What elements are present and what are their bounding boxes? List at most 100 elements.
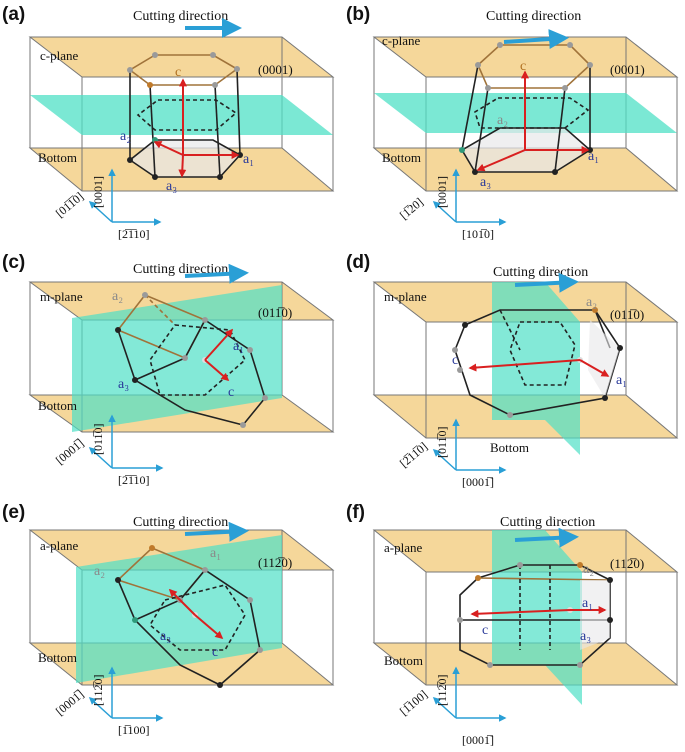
atom-label-a2: a₂ bbox=[120, 129, 131, 144]
section-plane bbox=[492, 282, 580, 455]
axis-depth-label: [2̅11̅0] bbox=[397, 439, 430, 470]
basis-vectors bbox=[470, 606, 607, 618]
plane-index: (0001) bbox=[610, 62, 645, 77]
cutting-direction-label: Cutting direction bbox=[486, 9, 581, 24]
panel-label: (a) bbox=[2, 4, 25, 25]
atom-label-a2: a₂ bbox=[112, 289, 123, 304]
plane-name: m-plane bbox=[40, 289, 83, 304]
axis-horizontal-label: [2̅1̅10] bbox=[118, 473, 150, 487]
atom-label-a3: a₃ bbox=[166, 179, 177, 194]
axis-triad bbox=[88, 666, 164, 722]
bottom-label: Bottom bbox=[38, 650, 77, 665]
atom-label-a1: a₁ bbox=[233, 339, 244, 354]
bottom-label: Bottom bbox=[38, 398, 77, 413]
cutting-arrow bbox=[184, 521, 249, 542]
atom-label-a1: a₁ bbox=[210, 546, 221, 561]
basis-vectors bbox=[153, 78, 240, 178]
box-edges bbox=[373, 530, 678, 685]
atom-label-c: c bbox=[175, 65, 181, 80]
axis-vertical-label: [112̅0] bbox=[435, 674, 449, 706]
plane-index: (011̅0) bbox=[610, 307, 644, 322]
axis-vertical-label: [011̅0] bbox=[435, 426, 449, 458]
axis-depth-label: [1̅20] bbox=[397, 195, 426, 222]
panel-d: (d) a₂ c a₁ m-plane (011̅0) Bo bbox=[346, 252, 679, 489]
panel-label: (b) bbox=[346, 4, 370, 25]
axis-depth-label: [01̅1̅0] bbox=[53, 189, 86, 220]
section-plane bbox=[492, 530, 582, 705]
bottom-label: Bottom bbox=[382, 150, 421, 165]
basis-vectors bbox=[204, 328, 234, 382]
panel-label: (e) bbox=[2, 502, 25, 523]
plane-name: a-plane bbox=[384, 540, 422, 555]
plane-index: (112̅0) bbox=[258, 555, 292, 570]
atom-label-a1: a₁ bbox=[243, 152, 254, 167]
axis-triad bbox=[432, 418, 507, 474]
plane-index: (112̅0) bbox=[610, 556, 644, 571]
axis-triad bbox=[432, 168, 507, 226]
atom-label-c: c bbox=[482, 623, 488, 638]
plane-name: c-plane bbox=[382, 33, 420, 48]
atom-label-a3: a₃ bbox=[580, 629, 591, 644]
axis-horizontal-label: [0001̅] bbox=[462, 733, 494, 747]
atom-label-a3: a₃ bbox=[118, 377, 129, 392]
axis-depth-label: [0001̅] bbox=[53, 687, 87, 718]
axis-horizontal-label: [2̅1̅10] bbox=[118, 227, 150, 241]
panel-label: (c) bbox=[2, 252, 25, 273]
axis-triad bbox=[88, 414, 164, 472]
plane-name: m-plane bbox=[384, 289, 427, 304]
axis-horizontal-label: [0001̅] bbox=[462, 475, 494, 489]
axis-depth-label: [1̅100] bbox=[397, 687, 430, 718]
panel-label: (d) bbox=[346, 252, 370, 273]
box-edges bbox=[373, 282, 678, 438]
atom-label-c: c bbox=[520, 59, 526, 74]
atom-label-a3: a₃ bbox=[480, 175, 491, 190]
plane-index: (011̅0) bbox=[258, 305, 292, 320]
cutting-direction-label: Cutting direction bbox=[500, 515, 595, 530]
axis-horizontal-label: [1̅100] bbox=[118, 723, 150, 737]
panel-label: (f) bbox=[346, 502, 365, 523]
axis-triad bbox=[432, 666, 507, 722]
lattice-atoms bbox=[452, 307, 623, 418]
atom-label-c: c bbox=[452, 353, 458, 368]
lattice-atoms bbox=[115, 545, 263, 688]
atom-label-a1: a₁ bbox=[588, 149, 599, 164]
plane-name: a-plane bbox=[40, 538, 78, 553]
bottom-label: Bottom bbox=[38, 150, 77, 165]
panel-f: (f) a₂ a₁ c a₃ a-pla bbox=[346, 502, 679, 747]
atom-label-a2: a₂ bbox=[94, 564, 105, 579]
axis-vertical-label: [0001] bbox=[435, 176, 449, 208]
section-plane bbox=[30, 95, 333, 135]
panel-a: (a) c a₂ a₁ a₃ bbox=[2, 4, 335, 241]
cutting-direction-label: Cutting direction bbox=[493, 265, 588, 280]
axis-vertical-label: [112̅0] bbox=[91, 674, 105, 706]
lattice-atoms bbox=[457, 562, 613, 668]
panel-e: (e) a₂ a₁ a₃ c a-plane (112̅0) bbox=[2, 502, 335, 737]
plane-index: (0001) bbox=[258, 62, 293, 77]
hexagonal-cell bbox=[459, 564, 611, 666]
panel-c: (c) a₂ a₁ a₃ c m-plane bbox=[2, 252, 335, 487]
cutting-arrow bbox=[514, 272, 579, 293]
bottom-label: Bottom bbox=[490, 440, 529, 455]
panel-b: (b) c a₂ a₁ a₃ c-pla bbox=[346, 4, 679, 241]
atom-label-c: c bbox=[228, 385, 234, 400]
atom-label-a2: a₂ bbox=[497, 113, 508, 128]
basis-vectors bbox=[168, 588, 224, 640]
atom-label-a1: a₁ bbox=[582, 596, 593, 611]
cutting-arrow bbox=[514, 527, 579, 548]
bottom-label: Bottom bbox=[384, 653, 423, 668]
basis-vectors bbox=[468, 359, 610, 377]
atom-label-a1: a₁ bbox=[616, 373, 627, 388]
cutting-arrow bbox=[503, 29, 569, 50]
axis-vertical-label: [011̅0] bbox=[91, 423, 105, 455]
atom-label-a3: a₃ bbox=[160, 629, 171, 644]
axis-triad bbox=[88, 168, 162, 226]
atom-label-a2: a₂ bbox=[586, 295, 597, 310]
plane-name: c-plane bbox=[40, 48, 78, 63]
cutting-arrow bbox=[184, 263, 249, 284]
atom-label-c: c bbox=[212, 645, 218, 660]
atom-label-a2: a₂ bbox=[583, 562, 594, 577]
lattice-atoms bbox=[115, 292, 268, 428]
cutting-direction-label: Cutting direction bbox=[133, 515, 228, 530]
axis-horizontal-label: [101̅0] bbox=[462, 227, 494, 241]
